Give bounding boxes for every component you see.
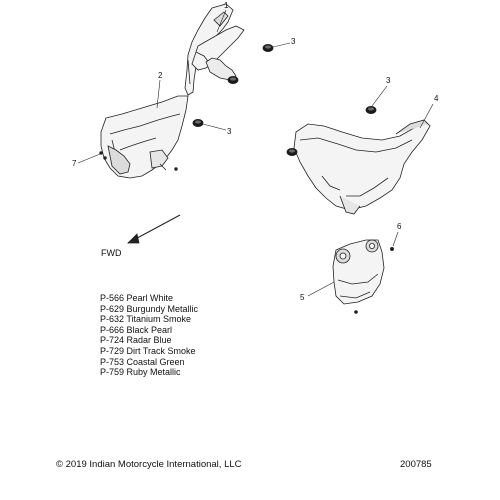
- diagram-number: 200785: [400, 459, 432, 470]
- callout-3-right: 3: [386, 76, 391, 85]
- copyright-notice: © 2019 Indian Motorcycle International, …: [56, 459, 242, 470]
- color-code-item: P-632 Titanium Smoke: [100, 314, 192, 325]
- part-5-lower-cover: [332, 239, 385, 305]
- screw-icon: [354, 246, 394, 314]
- screw-icon: [99, 151, 178, 171]
- grommet-icon: [227, 76, 239, 85]
- color-code-item: P-666 Black Pearl: [100, 324, 173, 335]
- color-code-item: P-566 Pearl White: [100, 293, 174, 303]
- part-1-upper-bracket: [184, 3, 245, 96]
- callout-2: 2: [158, 71, 163, 80]
- grommet-icon: [286, 147, 298, 156]
- grommet-icon: [365, 106, 377, 115]
- leader-lines: [77, 9, 434, 297]
- callout-3-upper: 3: [291, 37, 296, 46]
- callout-5: 5: [300, 293, 305, 302]
- part-2-front-side-panel: [100, 95, 189, 179]
- color-code-item: P-753 Coastal Green: [100, 356, 185, 367]
- callout-4: 4: [434, 94, 439, 103]
- grommet-icon: [262, 44, 274, 53]
- callout-labels: 1 3 2 3 7 3 4 6 5 FWD: [72, 1, 439, 302]
- callout-7: 7: [72, 159, 77, 168]
- grommet-icon: [192, 119, 204, 128]
- forward-label: FWD: [101, 248, 122, 258]
- color-code-list: P-566 Pearl White P-629 Burgundy Metalli…: [100, 293, 198, 378]
- callout-6: 6: [397, 222, 402, 231]
- forward-arrow-icon: [127, 214, 181, 244]
- callout-3-middle: 3: [227, 127, 232, 136]
- color-code-item: P-759 Ruby Metallic: [100, 367, 181, 378]
- color-code-item: P-724 Radar Blue: [100, 335, 172, 346]
- color-code-item: P-729 Dirt Track Smoke: [100, 345, 196, 356]
- color-code-item: P-629 Burgundy Metallic: [100, 303, 199, 314]
- part-4-rear-side-cover: [293, 119, 431, 215]
- callout-1: 1: [224, 1, 229, 10]
